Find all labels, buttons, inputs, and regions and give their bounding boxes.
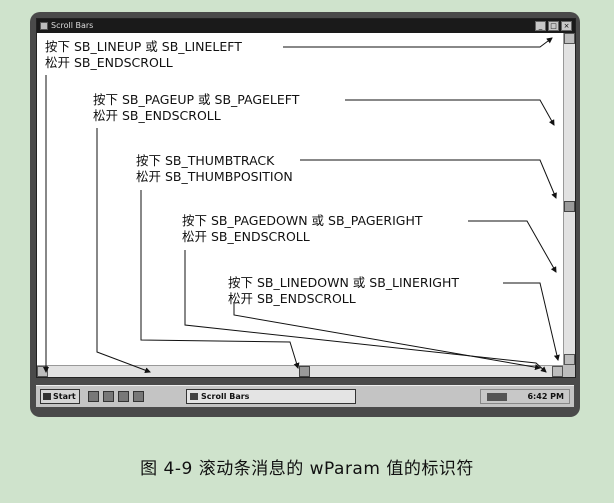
scroll-bars-window: Scroll Bars _ □ × [36,18,576,378]
arrow-pageup-down [96,128,151,374]
size-grip[interactable] [563,365,575,377]
window-titlebar[interactable]: Scroll Bars _ □ × [37,19,575,33]
windows-logo-icon [43,393,51,400]
arrow-thumb-down [140,190,300,369]
taskbar-window-button[interactable]: Scroll Bars [186,389,356,404]
annotation-linedown-press: 按下 SB_LINEDOWN 或 SB_LINERIGHT [228,275,460,290]
minimize-button[interactable]: _ [535,21,546,31]
arrow-pageup-right [345,99,555,126]
annotation-pageup-press: 按下 SB_PAGEUP 或 SB_PAGELEFT [93,92,300,107]
clock[interactable]: 6:42 PM [527,392,564,401]
arrow-thumb-right [300,159,557,199]
scroll-down-button[interactable] [564,354,575,365]
mail-icon[interactable] [118,391,129,402]
vertical-scroll-thumb[interactable] [564,201,575,212]
window-title: Scroll Bars [51,21,94,30]
annotation-lineup-press: 按下 SB_LINEUP 或 SB_LINELEFT [45,39,242,54]
scroll-up-button[interactable] [564,33,575,44]
arrow-pagedown-down [184,250,547,373]
arrow-linedown-down [233,304,541,371]
annotation-linedown: 按下 SB_LINEDOWN 或 SB_LINERIGHT 松开 SB_ENDS… [228,275,459,307]
taskbar: Start Scroll Bars 6:42 PM [36,385,574,407]
annotation-thumb-release: 松开 SB_THUMBPOSITION [136,169,293,184]
annotation-pageup-release: 松开 SB_ENDSCROLL [93,108,221,123]
figure-caption: 图 4-9 滚动条消息的 wParam 值的标识符 [140,459,474,479]
annotation-lineup: 按下 SB_LINEUP 或 SB_LINELEFT 松开 SB_ENDSCRO… [45,39,242,71]
annotation-pagedown-press: 按下 SB_PAGEDOWN 或 SB_PAGERIGHT [182,213,423,228]
channels-icon[interactable] [133,391,144,402]
speaker-icon[interactable] [487,393,507,401]
start-label: Start [53,392,76,401]
system-tray: 6:42 PM [480,389,570,404]
task-label: Scroll Bars [201,392,250,401]
system-menu-icon[interactable] [40,22,48,30]
start-button[interactable]: Start [40,389,80,404]
scroll-right-button[interactable] [552,366,563,377]
annotation-pagedown-release: 松开 SB_ENDSCROLL [182,229,310,244]
browser-icon[interactable] [103,391,114,402]
annotation-pagedown: 按下 SB_PAGEDOWN 或 SB_PAGERIGHT 松开 SB_ENDS… [182,213,423,245]
arrow-pagedown-right [468,220,557,273]
window-icon [190,393,198,400]
horizontal-scrollbar[interactable] [37,365,563,377]
annotation-pageup: 按下 SB_PAGEUP 或 SB_PAGELEFT 松开 SB_ENDSCRO… [93,92,299,124]
close-button[interactable]: × [561,21,572,31]
annotation-linedown-release: 松开 SB_ENDSCROLL [228,291,356,306]
maximize-button[interactable]: □ [548,21,559,31]
quick-launch [88,391,144,402]
annotation-thumb: 按下 SB_THUMBTRACK 松开 SB_THUMBPOSITION [136,153,293,185]
vertical-scrollbar[interactable] [563,33,575,365]
desktop-icon[interactable] [88,391,99,402]
annotation-thumb-press: 按下 SB_THUMBTRACK [136,153,275,168]
arrow-lineup-right [283,37,553,48]
horizontal-scroll-thumb[interactable] [299,366,310,377]
arrow-linedown-right [503,282,560,361]
annotation-lineup-release: 松开 SB_ENDSCROLL [45,55,173,70]
